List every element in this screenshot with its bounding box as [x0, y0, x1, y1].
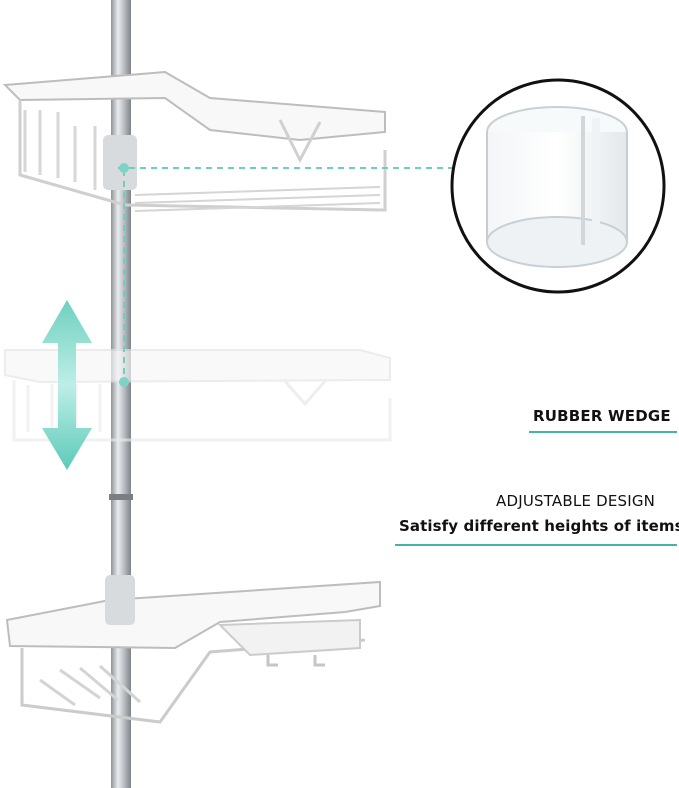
- adjustable-design-title: ADJUSTABLE DESIGN: [496, 492, 656, 510]
- middle-shelf-ghost: [4, 349, 392, 442]
- guide-dot-bottom: [119, 377, 129, 387]
- double-arrow-vertical-icon: [42, 300, 92, 470]
- pole: [111, 0, 131, 788]
- pole-joint: [109, 494, 133, 500]
- rubber-wedge-underline: [529, 431, 677, 433]
- bottom-shelf: [5, 575, 381, 724]
- rubber-wedge-detail: [450, 78, 666, 294]
- adjustable-design-subtitle: Satisfy different heights of items: [399, 517, 679, 535]
- adjustable-design-underline: [395, 544, 677, 546]
- guide-dot-top: [119, 163, 129, 173]
- top-shelf: [2, 70, 387, 212]
- rubber-wedge-label: RUBBER WEDGE: [533, 407, 671, 425]
